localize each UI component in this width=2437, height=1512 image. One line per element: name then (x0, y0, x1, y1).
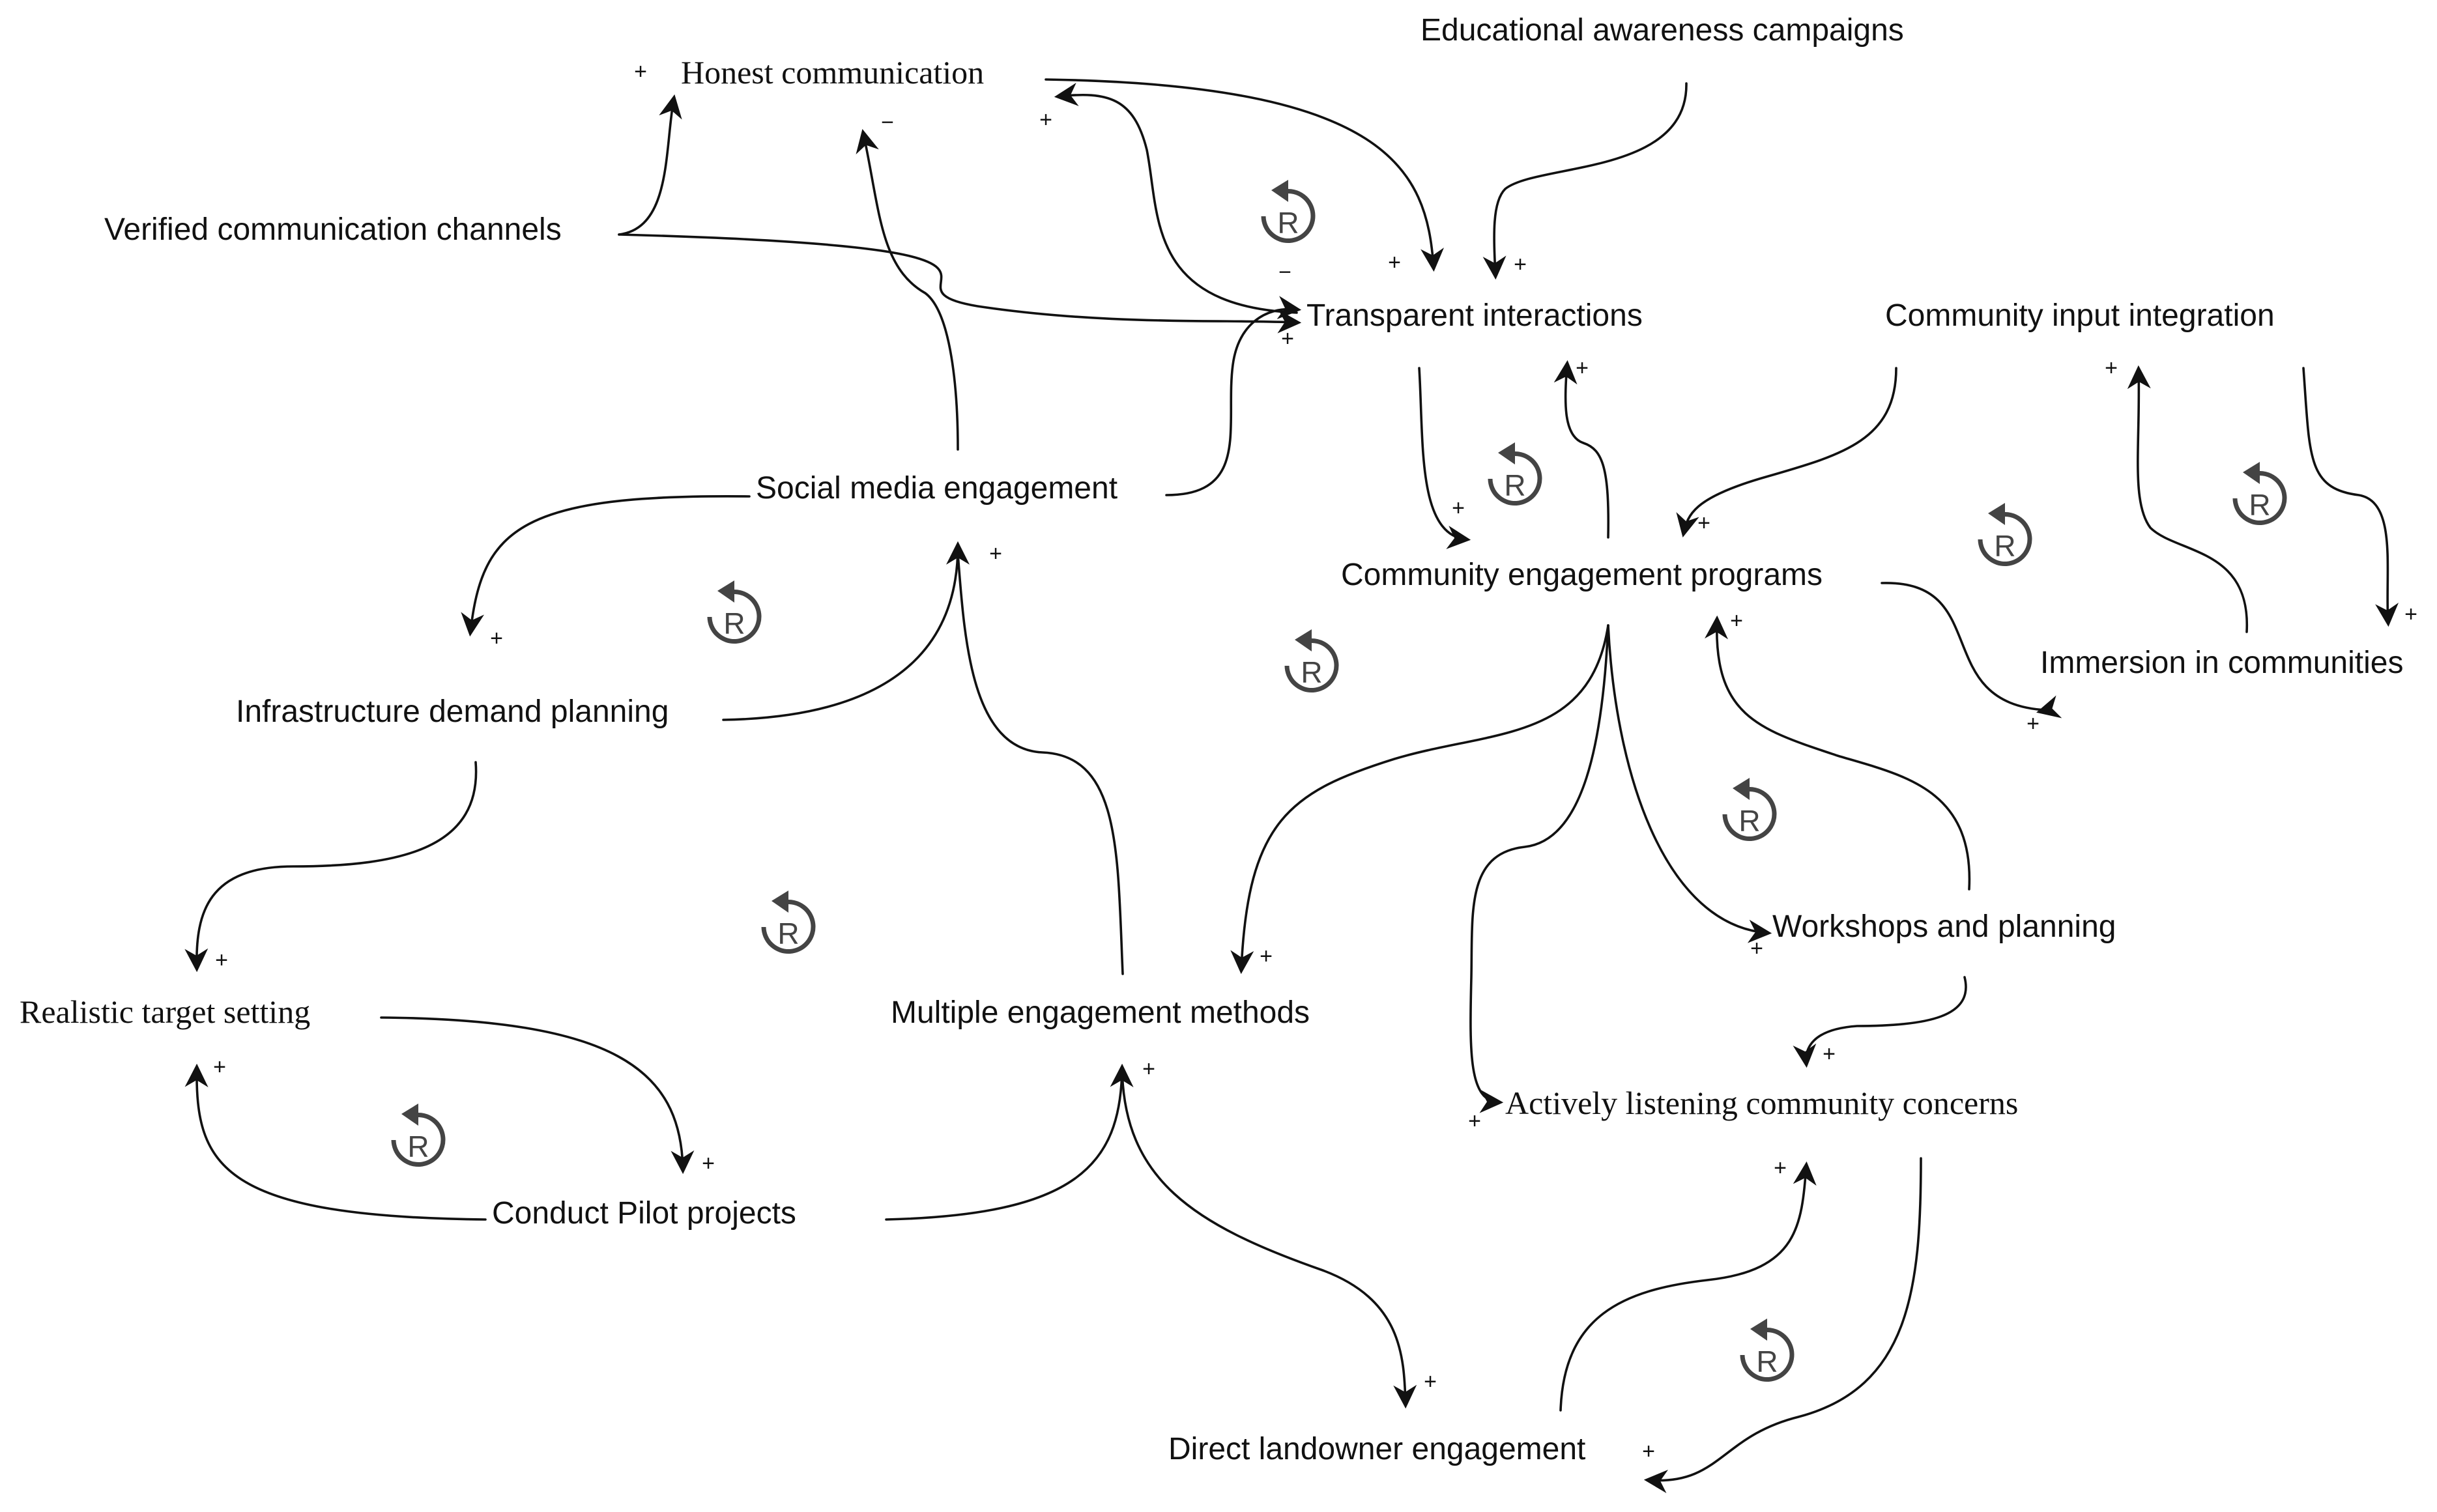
polarity-sign: + (2026, 711, 2040, 736)
loop-label: R (1738, 804, 1760, 838)
loop-label: R (1301, 655, 1322, 689)
reinforcing-loop-icon: R (391, 1104, 446, 1167)
polarity-sign: + (215, 948, 228, 973)
reinforcing-loop-icon: R (1488, 442, 1542, 506)
polarity-sign: + (1750, 936, 1763, 961)
node-realistic-target-setting: Realistic target setting (20, 993, 310, 1030)
loop-label: R (1756, 1345, 1778, 1378)
polarity-sign: + (213, 1055, 226, 1079)
edge-programs-to-multiple (1230, 624, 1609, 975)
loop-markers: R R R R R R R (391, 180, 2287, 1382)
node-community-input-integration: Community input integration (1885, 298, 2275, 333)
nodes: Honest communication Educational awarene… (20, 13, 2403, 1466)
edge-social-to-transparent (1165, 296, 1302, 496)
polarity-sign: + (2404, 602, 2417, 627)
node-community-engagement-programs: Community engagement programs (1341, 558, 1823, 592)
edge-workshops-to-actively (1793, 976, 1967, 1068)
edge-programs-to-actively (1469, 624, 1609, 1113)
loop-label: R (777, 917, 799, 950)
edge-transparent-to-honest (1054, 83, 1298, 314)
polarity-sign: + (634, 59, 647, 84)
node-direct-landowner-engagement: Direct landowner engagement (1168, 1432, 1585, 1466)
edge-infrastructure-to-social (722, 541, 970, 721)
reinforcing-loop-icon: R (1284, 629, 1339, 692)
edge-multiple-to-social (957, 552, 1124, 975)
edge-transparent-to-programs (1418, 367, 1471, 549)
polarity-sign: + (1774, 1156, 1787, 1180)
edge-programs-to-transparent (1553, 360, 1610, 539)
polarity-sign: + (1642, 1439, 1655, 1464)
edge-social-to-honest (856, 128, 959, 451)
polarity-sign: + (1468, 1109, 1481, 1134)
edge-pilot-to-multiple (885, 1063, 1134, 1221)
edge-workshops-to-programs (1705, 615, 1971, 891)
node-infrastructure-demand-planning: Infrastructure demand planning (236, 694, 669, 729)
polarity-sign: − (881, 110, 894, 135)
polarity-sign: + (1281, 326, 1294, 351)
polarity-sign: + (490, 626, 503, 651)
edge-realistic-to-pilot (380, 1016, 695, 1175)
polarity-sign: + (1424, 1369, 1437, 1394)
reinforcing-loop-icon: R (1978, 503, 2032, 566)
polarity-sign: + (1260, 944, 1273, 969)
polarity-sign: − (1278, 260, 1291, 285)
edge-infrastructure-to-realistic (184, 761, 478, 973)
reinforcing-loop-icon: R (2232, 462, 2287, 525)
polarity-sign: + (1388, 250, 1401, 275)
loop-label: R (1994, 529, 2015, 563)
reinforcing-loop-icon: R (761, 891, 816, 954)
loop-label: R (2249, 488, 2270, 522)
node-workshops-and-planning: Workshops and planning (1772, 909, 2116, 944)
edge-direct-to-actively (1559, 1161, 1817, 1412)
edges (184, 78, 2399, 1494)
polarity-sign: + (1576, 356, 1589, 380)
polarity-signs: + − + + + − + + + + + + + + + + + + + + … (213, 59, 2417, 1464)
polarity-sign: + (1697, 511, 1710, 535)
polarity-sign: + (1039, 107, 1052, 132)
node-immersion-in-communities: Immersion in communities (2040, 646, 2403, 680)
edge-honest-to-transparent (1045, 78, 1445, 272)
edge-immersion-to-community-input (2127, 365, 2248, 633)
reinforcing-loop-icon: R (1722, 778, 1777, 841)
edge-programs-to-immersion (1881, 582, 2062, 719)
edge-social-to-infrastructure (461, 494, 751, 637)
edge-verified-to-transparent (618, 233, 1302, 334)
node-educational-awareness-campaigns: Educational awareness campaigns (1420, 13, 1904, 48)
node-multiple-engagement-methods: Multiple engagement methods (891, 995, 1310, 1030)
reinforcing-loop-icon: R (707, 580, 762, 644)
polarity-sign: + (1452, 496, 1465, 521)
polarity-sign: + (1730, 608, 1743, 633)
node-social-media-engagement: Social media engagement (756, 471, 1118, 506)
node-conduct-pilot-projects: Conduct Pilot projects (492, 1196, 796, 1231)
edge-multiple-to-direct (1121, 1067, 1417, 1409)
reinforcing-loop-icon: R (1261, 180, 1316, 243)
edge-programs-to-workshops (1607, 624, 1772, 943)
node-actively-listening-community-concerns: Actively listening community concerns (1505, 1085, 2018, 1121)
edge-pilot-to-realistic (184, 1063, 487, 1221)
loop-label: R (1504, 468, 1525, 502)
loop-label: R (1277, 206, 1299, 240)
polarity-sign: + (702, 1151, 715, 1176)
edge-community-input-to-programs (1676, 367, 1897, 538)
node-honest-communication: Honest communication (681, 54, 984, 91)
polarity-sign: + (2105, 356, 2118, 380)
polarity-sign: + (1823, 1042, 1836, 1066)
edge-community-input-to-immersion (2302, 367, 2399, 627)
loop-label: R (723, 606, 745, 640)
node-verified-communication-channels: Verified communication channels (104, 212, 562, 247)
reinforcing-loop-icon: R (1740, 1319, 1795, 1382)
edge-actively-to-direct (1643, 1157, 1922, 1494)
edge-verified-to-honest (618, 94, 682, 236)
node-transparent-interactions: Transparent interactions (1306, 298, 1643, 333)
polarity-sign: + (989, 541, 1002, 566)
polarity-sign: + (1142, 1057, 1155, 1081)
polarity-sign: + (1514, 252, 1527, 277)
loop-label: R (407, 1130, 429, 1163)
edge-educational-to-transparent (1482, 82, 1688, 280)
